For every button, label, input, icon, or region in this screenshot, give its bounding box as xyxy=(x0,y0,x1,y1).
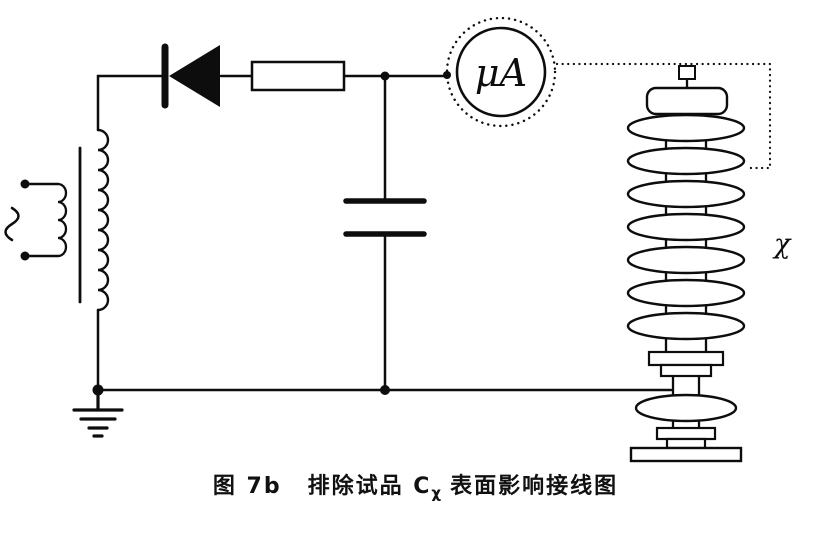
figure-caption: 图 7b 排除试品 Cχ 表面影响接线图 xyxy=(0,468,831,502)
diode-icon xyxy=(161,43,220,109)
insulator-flange-1 xyxy=(647,350,725,367)
test-specimen-insulator xyxy=(626,65,746,463)
microammeter-label: μA xyxy=(475,51,527,95)
caption-text-pre: 排除试品 C xyxy=(307,474,432,499)
insulator-base-2 xyxy=(665,437,707,450)
microammeter-dial xyxy=(455,26,547,118)
insulator-top-bolt xyxy=(678,65,696,80)
insulator-sheds xyxy=(626,113,746,341)
transformer-secondary xyxy=(96,128,110,312)
caption-text-post: 表面影响接线图 xyxy=(450,474,619,499)
insulator-base-1 xyxy=(655,426,717,441)
microammeter-dotted-ring xyxy=(445,16,557,128)
insulator-base-skirt xyxy=(634,393,738,423)
capacitor-icon xyxy=(343,198,427,237)
wires xyxy=(96,74,673,392)
caption-figure-number: 图 7b xyxy=(212,474,282,499)
ground-icon xyxy=(72,388,124,438)
specimen-label: χ xyxy=(772,229,792,260)
caption-subscript: χ xyxy=(431,484,442,502)
insulator-flange-2 xyxy=(659,363,713,378)
microammeter: μA xyxy=(445,16,557,128)
resistor-icon xyxy=(250,60,346,92)
insulator-base-plate xyxy=(629,446,743,463)
transformer-icon xyxy=(56,128,110,312)
ac-source-icon xyxy=(4,179,60,261)
insulator-cap xyxy=(645,86,729,116)
guard-dotted-line xyxy=(555,62,772,170)
